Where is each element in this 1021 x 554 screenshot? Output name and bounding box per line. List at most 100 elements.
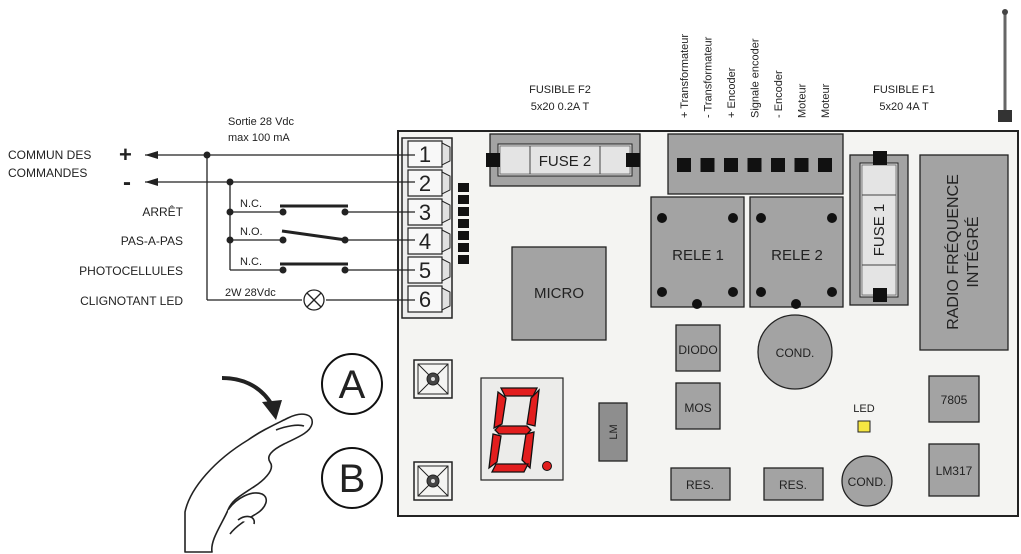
lamp-label: 2W 28Vdc — [225, 287, 276, 299]
top-connector-label: + Transformateur — [679, 34, 691, 118]
terminal-cell-4 — [407, 227, 443, 255]
status-led: LED — [853, 403, 875, 433]
terminal-number: 5 — [419, 258, 431, 283]
terminal-number: 4 — [419, 229, 431, 254]
radio-module: RADIO FRÉQUENCE INTÉGRÉ — [919, 154, 1009, 351]
diodo-label: DIODO — [678, 343, 717, 357]
seven-segment-display — [480, 377, 564, 481]
connector-pin — [818, 158, 832, 172]
plus-sign: + — [119, 142, 132, 167]
antenna — [998, 9, 1012, 149]
top-connector-label: Signale encoder — [750, 38, 762, 118]
sortie-label-2: max 100 mA — [228, 132, 290, 144]
contact-nc2-label: N.C. — [240, 256, 262, 268]
terminal-cell-1 — [407, 140, 443, 168]
contact-no-label: N.O. — [240, 226, 263, 238]
top-connector-label: - Transformateur — [703, 36, 715, 118]
terminal-clamp — [441, 229, 451, 253]
fuse-f2-label-2: 5x20 0.2A T — [531, 101, 590, 113]
terminal-number: 3 — [419, 200, 431, 225]
contact-pas-a-pas — [279, 229, 349, 244]
lm-label: LM — [608, 424, 620, 439]
label-b: B — [339, 457, 366, 501]
terminal-number: 2 — [419, 171, 431, 196]
connector-pin — [677, 158, 691, 172]
regulator-7805: 7805 — [928, 375, 980, 423]
sortie-label-1: Sortie 28 Vdc — [228, 116, 295, 128]
rele-2: RELE 2 — [749, 196, 844, 309]
hand-icon — [184, 413, 313, 553]
res-1-label: RES. — [686, 478, 714, 492]
terminal-cell-2 — [407, 169, 443, 197]
res-2-label: RES. — [779, 478, 807, 492]
terminal-clamp — [441, 142, 451, 166]
top-connector-label: + Encoder — [726, 67, 738, 118]
top-connector-label: - Encoder — [773, 70, 785, 118]
terminal-clamp — [441, 287, 451, 311]
terminal-clamp — [441, 200, 451, 224]
connector-pin — [724, 158, 738, 172]
minus-sign: - — [123, 169, 131, 196]
micro-chip: MICRO — [511, 246, 607, 341]
indicator-pins — [458, 183, 469, 264]
lm317-label: LM317 — [936, 464, 973, 478]
top-connector-labels: + Transformateur - Transformateur + Encode… — [679, 34, 832, 118]
fuse-2: FUSE 2 — [486, 133, 641, 187]
resistor-2: RES. — [763, 467, 824, 501]
top-connector-label: Moteur — [797, 83, 809, 118]
contact-nc1-label: N.C. — [240, 198, 262, 210]
terminal-block: 1 2 3 4 5 6 — [401, 137, 453, 319]
clignotant-label: CLIGNOTANT LED — [80, 294, 183, 308]
radio-label-1: RADIO FRÉQUENCE — [943, 174, 962, 330]
label-b-circle: B — [321, 447, 383, 509]
push-button-a[interactable] — [413, 359, 453, 399]
terminal-clamp — [441, 258, 451, 282]
diodo: DIODO — [675, 324, 721, 372]
terminal-clamp — [441, 171, 451, 195]
wiring — [145, 154, 415, 301]
capacitor-small: COND. — [841, 455, 893, 507]
label-a: A — [339, 363, 366, 407]
curved-arrow-icon — [221, 376, 282, 420]
cond-small-label: COND. — [848, 475, 887, 489]
connector-pin — [794, 158, 809, 172]
radio-label-2: INTÉGRÉ — [963, 216, 982, 287]
pas-a-pas-label: PAS-A-PAS — [121, 234, 183, 248]
connector-pin — [747, 158, 762, 172]
terminal-number: 1 — [419, 142, 431, 167]
top-connector-label: Moteur — [820, 83, 832, 118]
led-label: LED — [853, 403, 874, 415]
fuse-1-label: FUSE 1 — [871, 204, 888, 257]
rele-1: RELE 1 — [650, 196, 745, 309]
lm-chip: LM — [598, 402, 628, 462]
connector-pin — [700, 158, 715, 172]
photocellules-label: PHOTOCELLULES — [79, 264, 183, 278]
r7805-label: 7805 — [941, 393, 968, 407]
contact-arret — [279, 204, 349, 216]
commun-label-1: COMMUN DES — [8, 148, 91, 162]
mos: MOS — [675, 382, 721, 430]
arret-label: ARRÊT — [142, 204, 183, 219]
commun-label-2: COMMANDES — [8, 166, 87, 180]
label-a-circle: A — [321, 353, 383, 415]
contact-photocellules — [279, 262, 349, 274]
fuse-f1-label-1: FUSIBLE F1 — [873, 84, 935, 96]
lamp-icon — [303, 289, 325, 311]
rele-2-label: RELE 2 — [771, 247, 823, 264]
terminal-number: 6 — [419, 287, 431, 312]
fuse-f1-label-2: 5x20 4A T — [879, 101, 929, 113]
rele-1-label: RELE 1 — [672, 247, 724, 264]
micro-label: MICRO — [534, 285, 584, 302]
fuse-1: FUSE 1 — [849, 151, 909, 306]
resistor-1: RES. — [670, 467, 731, 501]
connector-pin — [771, 158, 785, 172]
fuse-f2-label-1: FUSIBLE F2 — [529, 84, 591, 96]
push-button-b[interactable] — [413, 461, 453, 501]
capacitor-large: COND. — [757, 314, 833, 390]
regulator-lm317: LM317 — [928, 443, 980, 497]
fuse-2-label: FUSE 2 — [539, 153, 592, 170]
mos-label: MOS — [684, 401, 711, 415]
top-connector — [667, 133, 844, 195]
cond-big-label: COND. — [776, 346, 815, 360]
